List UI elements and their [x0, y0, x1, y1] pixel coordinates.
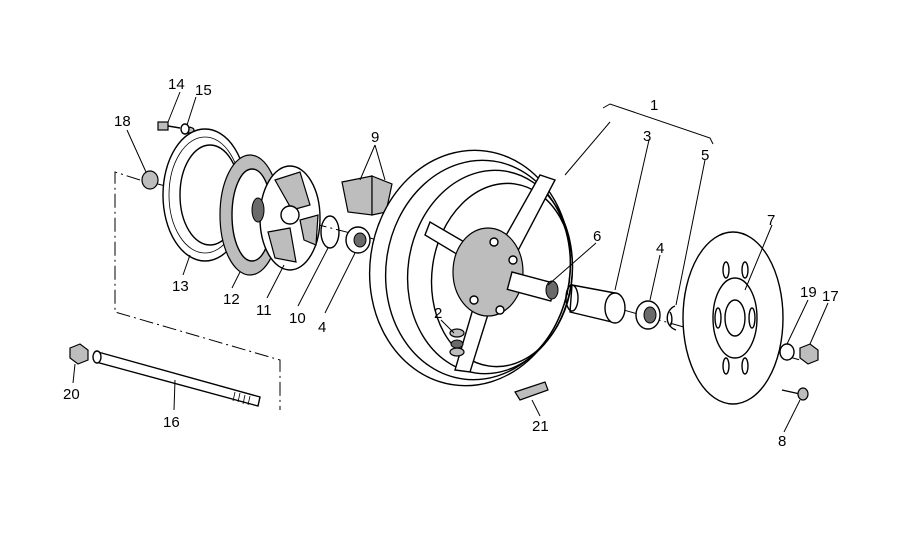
part-6-spacer: [506, 271, 559, 302]
part-3-sleeve: [565, 284, 626, 324]
callout-4-left: 4: [318, 319, 326, 336]
callout-21: 21: [532, 418, 549, 435]
callout-1: 1: [650, 97, 658, 114]
part-10-o-ring: [320, 215, 340, 249]
part-11-hub-plate: [251, 165, 321, 271]
callout-18: 18: [114, 113, 131, 130]
callout-13: 13: [172, 278, 189, 295]
callout-9: 9: [371, 129, 379, 146]
callout-2: 2: [434, 305, 442, 322]
part-19-washer: [779, 343, 795, 361]
callout-17: 17: [822, 288, 839, 305]
part-21-weight: [514, 381, 549, 401]
callout-5: 5: [701, 147, 709, 164]
callout-7: 7: [767, 212, 775, 229]
wheel-rim: [368, 149, 574, 387]
callout-12: 12: [223, 291, 240, 308]
callout-14: 14: [168, 76, 185, 93]
callout-15: 15: [195, 82, 212, 99]
callout-labels: 1 2 3 4 4 5 6 7 8 9 10 11 12 13 14 15 16…: [63, 76, 839, 450]
callout-19: 19: [800, 284, 817, 301]
part-5-circlip: [666, 305, 677, 331]
part-16-axle: [92, 350, 261, 407]
callout-6: 6: [593, 228, 601, 245]
part-20-nut: [69, 343, 89, 365]
part-4-bearing-left: [345, 226, 371, 254]
callout-8: 8: [778, 433, 786, 450]
callout-20: 20: [63, 386, 80, 403]
part-17-nut: [799, 343, 819, 365]
callout-10: 10: [289, 310, 306, 327]
callout-4-right: 4: [656, 240, 664, 257]
part-7-brake-disc: [682, 231, 784, 405]
part-9-dampers: [341, 175, 393, 216]
callout-16: 16: [163, 414, 180, 431]
callout-11: 11: [256, 302, 272, 319]
part-14-screw: [157, 121, 181, 131]
part-8-bolt: [781, 387, 809, 401]
part-18-spacer: [141, 170, 159, 190]
part-2-valve: [449, 328, 465, 357]
leader-lines: [72, 91, 829, 433]
part-4-bearing-right: [635, 300, 661, 330]
callout-3: 3: [643, 128, 651, 145]
part-15-washer: [180, 123, 190, 135]
